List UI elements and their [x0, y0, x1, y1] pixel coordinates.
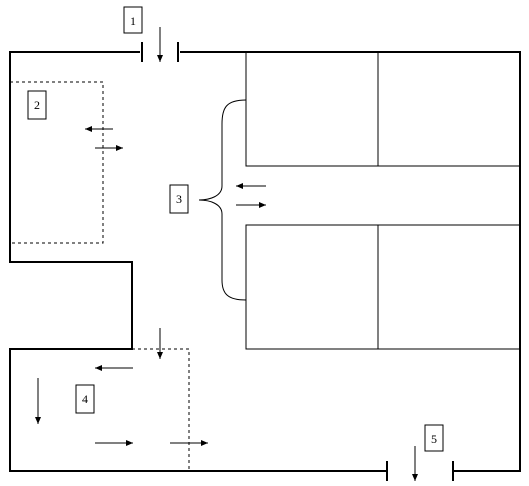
label-1-text: 1 [130, 14, 136, 28]
lower-shelf-unit-right [377, 224, 521, 350]
aisle-3 [198, 99, 266, 301]
label-2-text: 2 [34, 98, 40, 112]
label-4-text: 4 [82, 392, 88, 406]
top-wall-left [9, 51, 387, 472]
area-4-dashed-outline [132, 348, 190, 471]
area-4-zone [35, 328, 208, 471]
label-5: 5 [424, 424, 444, 452]
top-wall-right [180, 51, 521, 472]
label-3: 3 [169, 184, 189, 214]
aisle-3-brace [198, 99, 247, 301]
label-4: 4 [75, 384, 95, 414]
upper-shelf-unit-left [245, 51, 379, 167]
lower-shelf-block [245, 224, 521, 350]
upper-shelf-unit-right [377, 51, 521, 167]
label-3-box [169, 184, 189, 214]
exit-5 [386, 446, 454, 481]
lower-shelf-unit-left [245, 224, 379, 350]
entrance-1 [141, 27, 179, 62]
label-2-box [27, 90, 47, 120]
label-5-text: 5 [431, 432, 437, 446]
label-4-box [75, 384, 95, 414]
label-3-text: 3 [176, 192, 182, 206]
label-1-box [123, 6, 143, 34]
label-1: 1 [123, 6, 143, 34]
area-2-dashed-outline [10, 81, 104, 244]
upper-shelf-block [245, 51, 521, 167]
label-2: 2 [27, 90, 47, 120]
area-2-zone [10, 81, 123, 244]
label-5-box [424, 424, 444, 452]
